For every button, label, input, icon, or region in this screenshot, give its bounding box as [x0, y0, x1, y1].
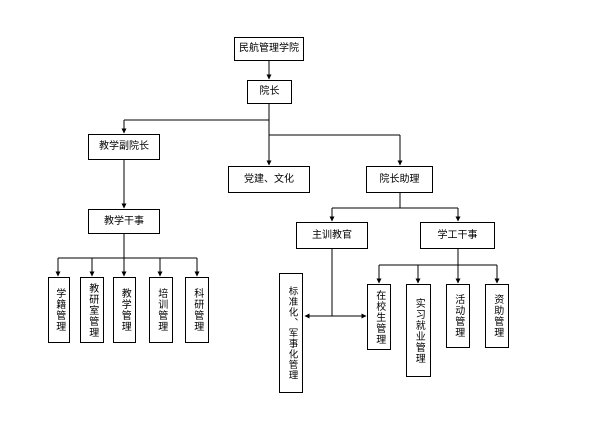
node-student-unit-1: 在校生管理 [367, 284, 391, 350]
node-student-unit-4: 资助管理 [485, 284, 509, 348]
node-teaching-officer: 教学干事 [88, 209, 160, 234]
node-teaching-unit-1: 学籍管理 [48, 277, 70, 343]
node-student-affairs-officer: 学工干事 [420, 222, 495, 249]
node-teaching-unit-5: 科研管理 [185, 277, 209, 343]
node-dean-assistant: 院长助理 [366, 166, 433, 193]
node-standardization: 标准化、军事化管理 [279, 273, 303, 393]
node-student-unit-3: 活动管理 [446, 284, 470, 348]
node-teaching-unit-4: 培训管理 [149, 277, 173, 343]
node-dean: 院长 [247, 80, 292, 104]
node-chief-instructor: 主训教官 [296, 222, 368, 249]
node-teaching-unit-2: 教研室管理 [80, 277, 104, 343]
node-vice-dean-teaching: 教学副院长 [88, 134, 160, 160]
node-root: 民航管理学院 [234, 37, 304, 61]
node-teaching-unit-3: 教学管理 [113, 277, 136, 343]
node-student-unit-2: 实习就业管理 [406, 284, 431, 377]
node-party-culture: 党建、文化 [228, 166, 310, 193]
